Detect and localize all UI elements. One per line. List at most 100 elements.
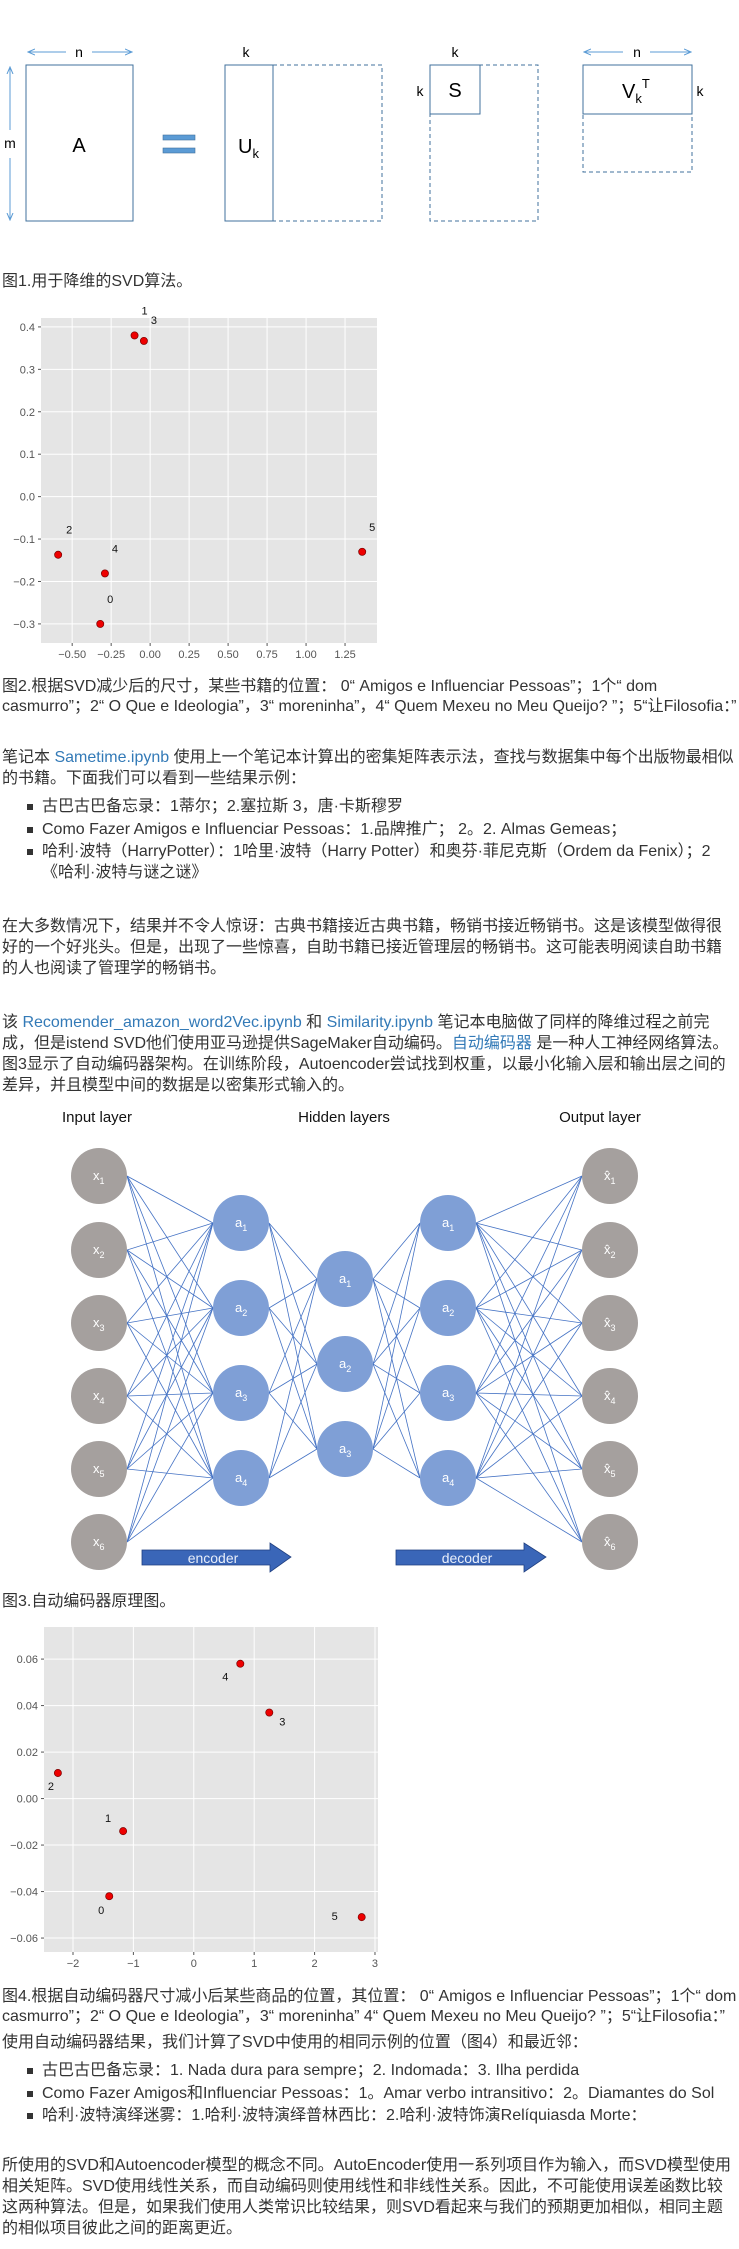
network-edge [126, 1175, 214, 1224]
data-point [53, 1769, 62, 1777]
m-label: m [4, 135, 16, 151]
list-item: 古巴古巴备忘录：1. Nada dura para sempre；2. Indo… [27, 2060, 735, 2081]
data-point [119, 1827, 128, 1836]
x-tick-label: −0.50 [58, 649, 86, 661]
node-circle [582, 1295, 638, 1351]
y-tick-label: 0.06 [17, 1654, 38, 1666]
similarity-notebook-link[interactable]: Similarity.ipynb [326, 1014, 434, 1031]
node-label-base: a [339, 1441, 347, 1456]
network-edge [372, 1307, 421, 1450]
list-item: Como Fazer Amigos和Influenciar Pessoas：1。… [27, 2083, 735, 2104]
node-label-base: x̂ [604, 1388, 611, 1403]
x-tick-label: 0.50 [217, 649, 238, 661]
node-label: a3 [442, 1385, 454, 1403]
node-circle [582, 1441, 638, 1497]
hidden-node: a3 [317, 1421, 373, 1477]
data-point-label: 0 [98, 1905, 104, 1917]
node-label-base: a [442, 1300, 450, 1315]
data-point-label: 1 [141, 305, 147, 317]
data-point-label: 3 [151, 315, 157, 327]
network-edge [126, 1392, 214, 1543]
network-edge [475, 1222, 583, 1470]
node-label: x1 [93, 1168, 105, 1186]
autoencoder-link[interactable]: 自动编码器 [451, 1035, 532, 1052]
network-edge [268, 1278, 318, 1479]
matrix-a [25, 64, 134, 222]
x-tick-label: 0.25 [178, 649, 199, 661]
vkt-sup: T [642, 76, 650, 91]
network-edge [372, 1222, 421, 1450]
matrix-s-label: S [448, 80, 461, 102]
s-k-top-label: k [452, 44, 460, 60]
network-edge [475, 1249, 583, 1394]
node-circle [71, 1222, 127, 1278]
matrix-a-label: A [72, 135, 86, 157]
sametime-notebook-link[interactable]: Sametime.ipynb [54, 749, 170, 766]
network-edge [126, 1322, 214, 1479]
x-tick-label: −0.25 [97, 649, 125, 661]
figure4-caption: 图4.根据自动编码器尺寸减小后某些商品的位置，其位置： 0“ Amigos e … [2, 1988, 737, 2025]
output-node: x̂6 [582, 1514, 638, 1570]
node-circle [71, 1441, 127, 1497]
data-point [265, 1708, 274, 1717]
plot-background [41, 318, 377, 643]
matrix-vt-full [582, 64, 693, 173]
vkt-base: V [622, 81, 636, 103]
node-circle [420, 1195, 476, 1251]
node-circle [317, 1421, 373, 1477]
node-label-subscript: 3 [611, 1323, 616, 1333]
node-circle [582, 1222, 638, 1278]
x-tick-label: 3 [372, 1958, 378, 1970]
network-edge [475, 1175, 583, 1309]
node-label: x̂3 [604, 1315, 616, 1333]
node-label-base: x [93, 1388, 100, 1403]
network-edge [126, 1175, 214, 1394]
data-point [236, 1659, 245, 1668]
node-label-subscript: 5 [611, 1469, 616, 1479]
hidden-node: a4 [420, 1450, 476, 1506]
svd-results-list: 古巴古巴备忘录：1蒂尔；2.塞拉斯 3，唐·卡斯穆罗 Como Fazer Am… [0, 796, 735, 885]
node-circle [420, 1450, 476, 1506]
node-circle [317, 1251, 373, 1307]
output-node: x̂2 [582, 1222, 638, 1278]
node-label: a4 [235, 1470, 247, 1488]
node-label-base: a [442, 1470, 450, 1485]
matrix-s [429, 64, 481, 115]
network-edge [268, 1278, 318, 1394]
network-edge [475, 1322, 583, 1479]
data-point [54, 550, 63, 559]
x-tick-label: −1 [127, 1958, 140, 1970]
node-label-base: a [235, 1470, 243, 1485]
y-tick-label: −0.1 [13, 534, 35, 546]
data-point [105, 1892, 114, 1901]
network-edge [126, 1249, 214, 1479]
recommender-notebook-link[interactable]: Recomender_amazon_word2Vec.ipynb [22, 1014, 302, 1031]
y-tick-label: 0.00 [17, 1794, 38, 1806]
network-edge [126, 1468, 214, 1479]
node-label-subscript: 2 [100, 1250, 105, 1260]
node-label-subscript: 1 [100, 1176, 105, 1186]
network-edge [126, 1392, 214, 1470]
matrix-uk [224, 64, 274, 222]
node-label-base: x [93, 1461, 100, 1476]
node-label-base: x̂ [604, 1242, 611, 1257]
network-edge [475, 1175, 583, 1479]
y-tick-label: 0.04 [17, 1701, 38, 1713]
list-item: Como Fazer Amigos e Influenciar Pessoas：… [27, 819, 735, 840]
node-label-subscript: 4 [242, 1478, 247, 1488]
network-edge [372, 1392, 421, 1450]
vkt-sub: k [635, 91, 642, 106]
network-edge [475, 1468, 583, 1479]
matrix-u-full [272, 64, 383, 222]
node-label-subscript: 3 [100, 1323, 105, 1333]
network-edge [475, 1175, 583, 1394]
hidden-node: a1 [213, 1195, 269, 1251]
data-point [139, 336, 148, 345]
network-edge [372, 1222, 421, 1365]
list-item: 哈利·波特演绎迷雾：1.哈利·波特演绎普林西比：2.哈利·波特饰演Relíqui… [27, 2105, 735, 2126]
node-label: x4 [93, 1388, 105, 1406]
x-tick-label: 0.00 [139, 649, 160, 661]
network-edge [475, 1307, 583, 1470]
figure3-caption: 图3.自动编码器原理图。 [2, 1593, 176, 1610]
node-circle [71, 1514, 127, 1570]
